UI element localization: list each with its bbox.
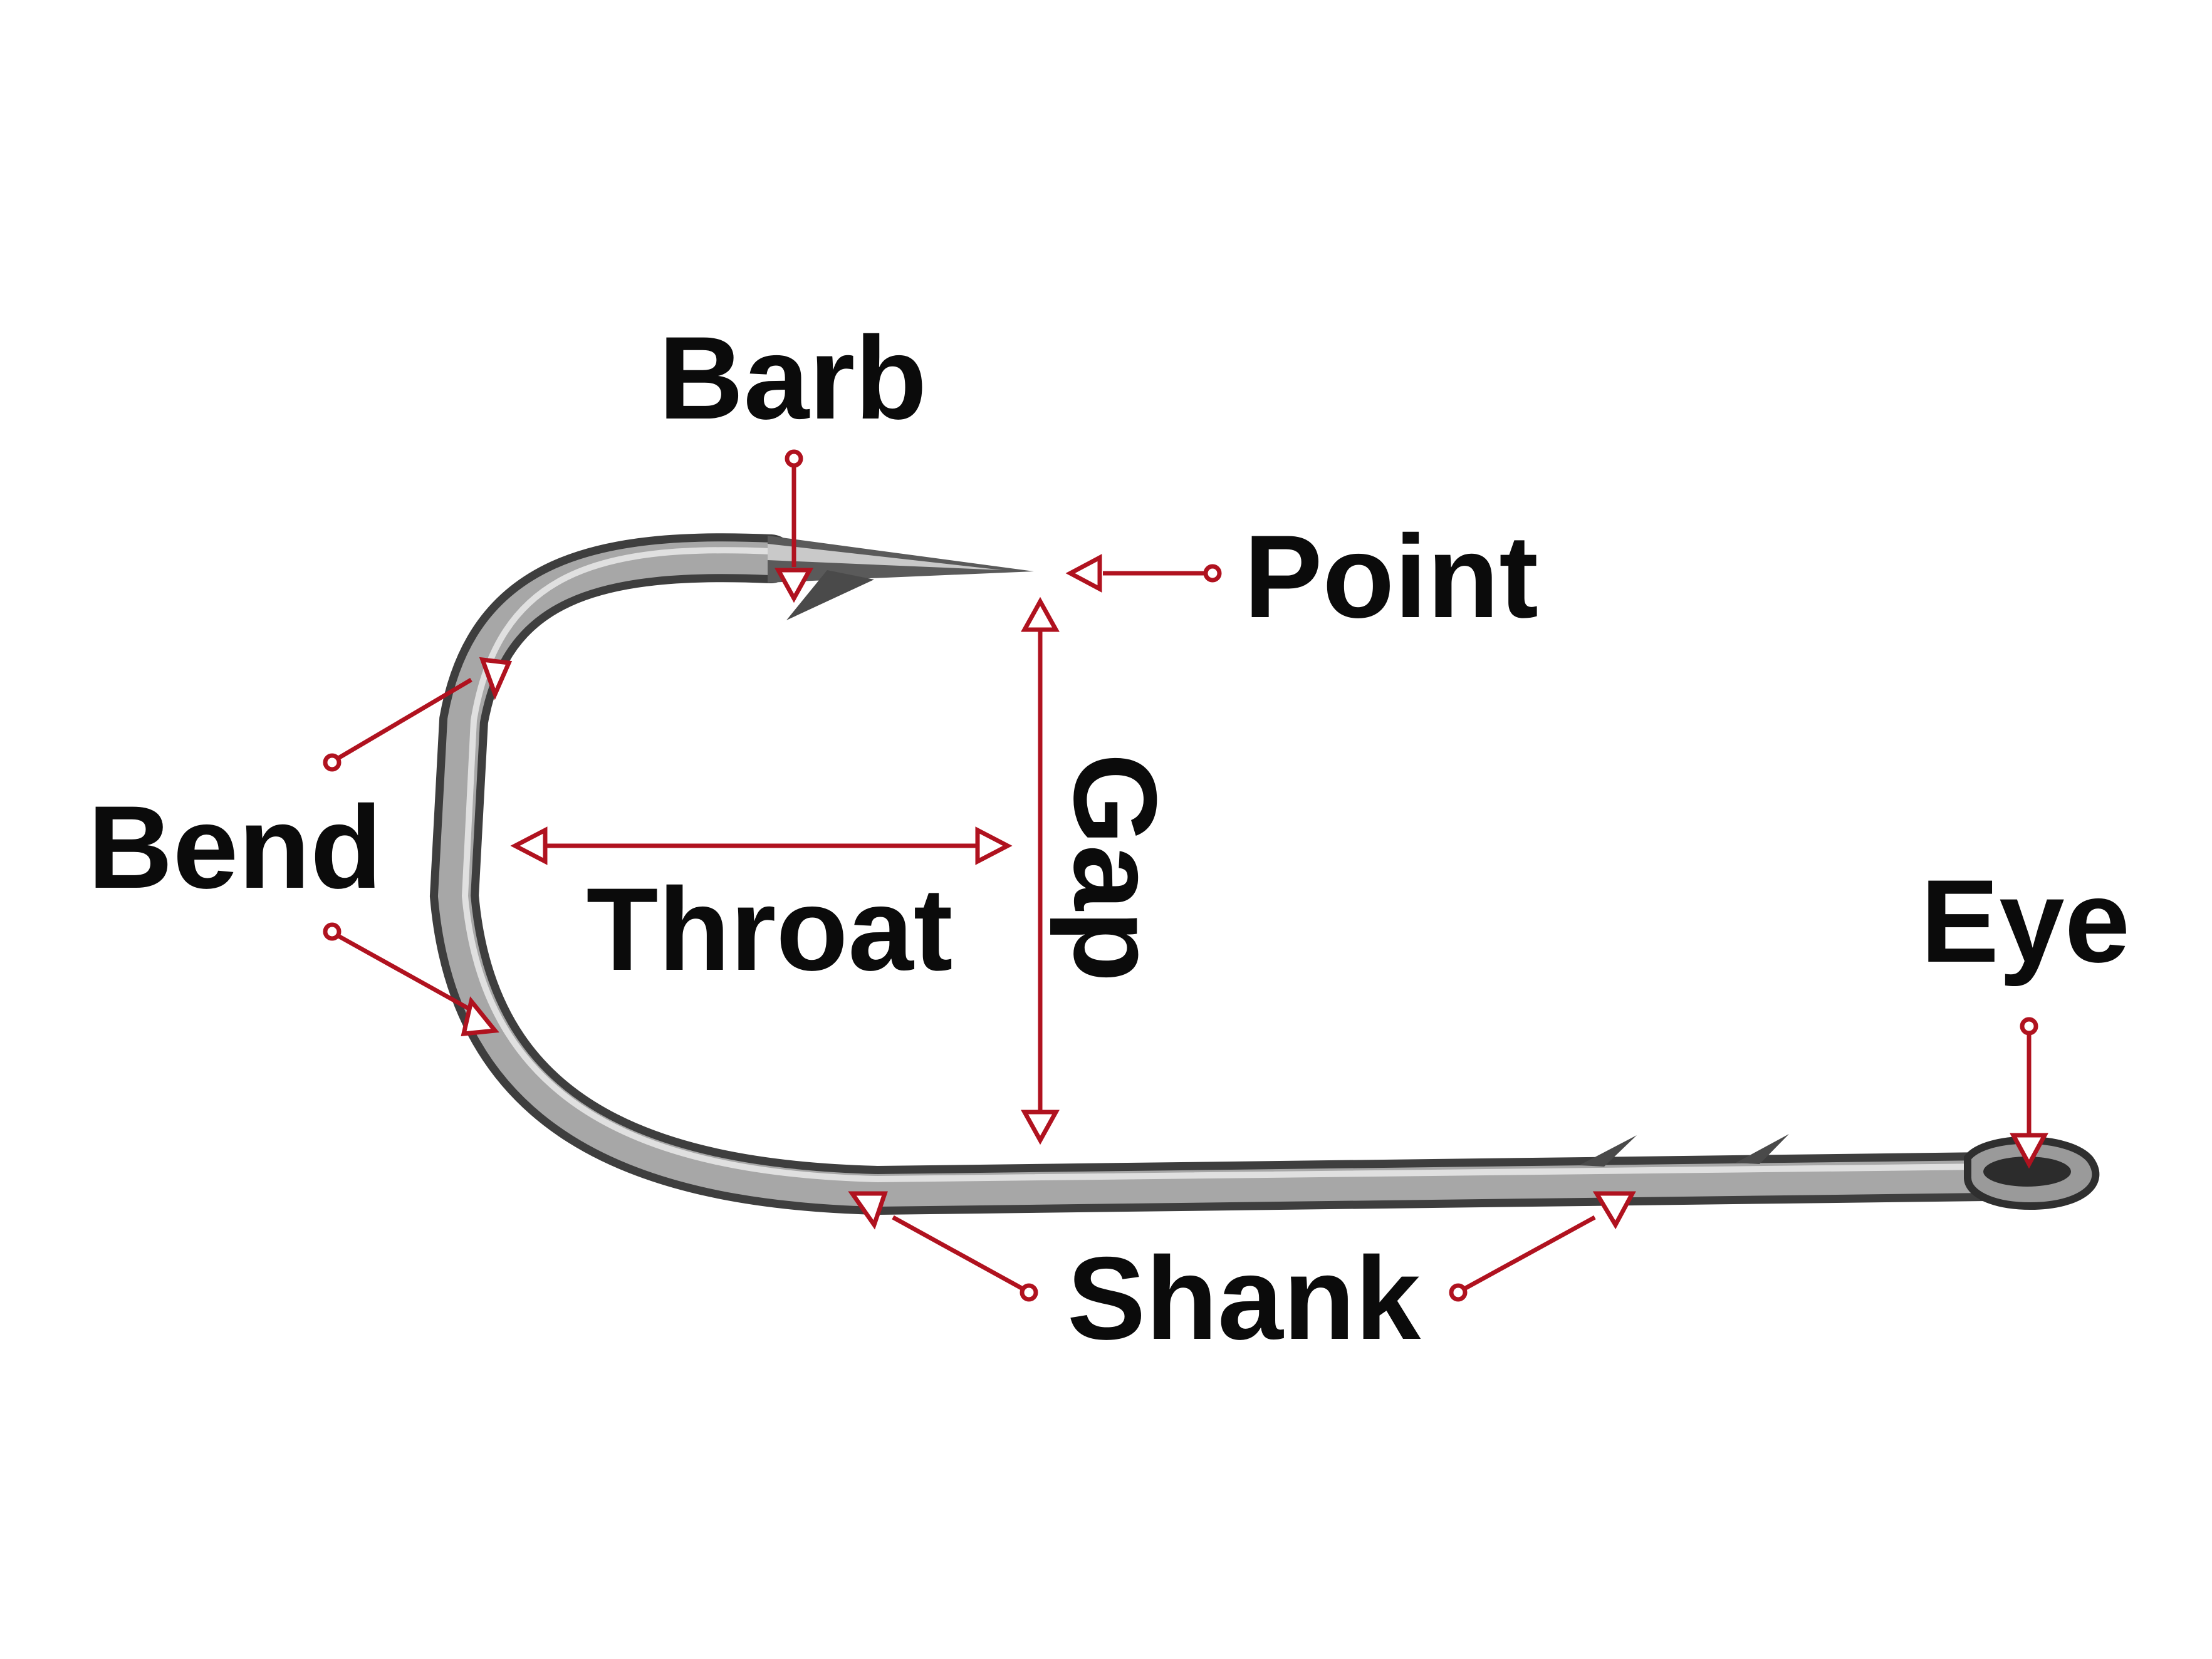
- label-point: Point: [1244, 511, 1538, 642]
- barb-callout: [775, 449, 813, 603]
- hook-body-highlight: [461, 547, 1990, 1183]
- throat-arrow: [510, 826, 1013, 865]
- hook-eye-hole: [1983, 1157, 2071, 1187]
- shank-callout-left: [848, 1191, 1038, 1302]
- label-eye: Eye: [1921, 855, 2131, 987]
- label-bend: Bend: [88, 781, 382, 913]
- shank-callout-right: [1449, 1191, 1636, 1302]
- hook-barb: [786, 570, 874, 620]
- hook-body-shade: [437, 541, 2003, 1207]
- gap-arrow: [1021, 596, 1060, 1145]
- hook-illustration: [429, 533, 2100, 1215]
- annotations: [323, 449, 2048, 1302]
- bend-callout-lower: [323, 922, 499, 1036]
- shank-barb-2: [1736, 1134, 1789, 1164]
- bend-callout-upper: [323, 657, 513, 772]
- point-callout: [1065, 554, 1222, 593]
- label-gap: Gap: [1050, 753, 1181, 982]
- eye-callout: [2010, 1017, 2048, 1169]
- label-shank: Shank: [1067, 1232, 1421, 1364]
- shank-barb-1: [1579, 1135, 1637, 1167]
- hook-point-highlight: [768, 544, 1003, 570]
- label-barb: Barb: [659, 312, 927, 444]
- label-throat: Throat: [587, 863, 953, 995]
